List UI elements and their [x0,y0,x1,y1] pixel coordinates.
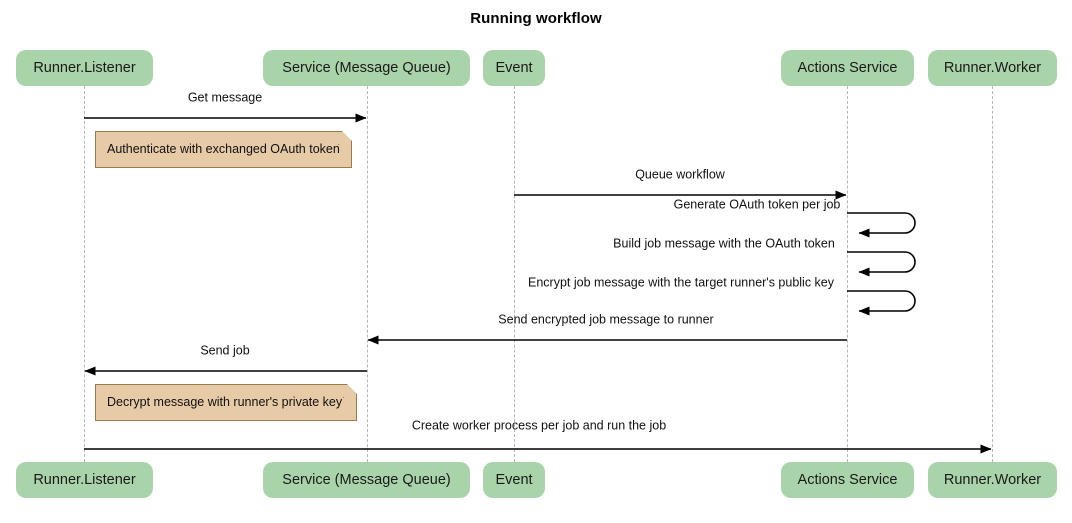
message-label-queue-workflow: Queue workflow [635,167,725,182]
self-message-encrypt-job-message-with-the-target-runners-public-key [847,290,916,316]
participant-label: Event [495,59,533,76]
message-label-get-message: Get message [187,90,263,105]
lifeline-runner-worker [992,86,993,462]
note-fold-edge-icon [338,131,352,145]
participant-label: Runner.Listener [33,471,136,488]
participant-label: Actions Service [797,471,898,488]
participant-runner-listener-bottom[interactable]: Runner.Listener [16,462,153,498]
participant-actions-service-top[interactable]: Actions Service [781,50,914,86]
participant-label: Runner.Worker [943,471,1042,488]
lifeline-event [514,86,515,462]
participant-label: Runner.Listener [33,59,136,76]
lifeline-service-message-queue [367,86,368,462]
participant-runner-listener-top[interactable]: Runner.Listener [16,50,153,86]
participant-label: Runner.Worker [943,59,1042,76]
message-label-send-encrypted-job-message-to-runner: Send encrypted job message to runner [498,312,714,327]
note-authenticate-with-exchanged-oauth-token: Authenticate with exchanged OAuth token [95,131,352,168]
message-label-encrypt-job-message-with-the-target-runners-public-key: Encrypt job message with the target runn… [527,275,835,290]
note-text: Authenticate with exchanged OAuth token [107,142,340,157]
note-decrypt-message-with-runners-private-key: Decrypt message with runner's private ke… [95,384,357,421]
lifeline-runner-listener [84,86,85,462]
self-message-build-job-message-with-the-oauth-token [847,251,916,277]
participant-actions-service-bottom[interactable]: Actions Service [781,462,914,498]
participant-label: Service (Message Queue) [282,59,451,76]
message-label-send-job: Send job [200,343,250,358]
lifeline-actions-service [847,86,848,462]
participant-label: Event [495,471,533,488]
participant-runner-worker-bottom[interactable]: Runner.Worker [928,462,1057,498]
participant-event-top[interactable]: Event [483,50,545,86]
note-fold-edge-icon [343,384,357,398]
participant-event-bottom[interactable]: Event [483,462,545,498]
note-text: Decrypt message with runner's private ke… [107,395,343,410]
message-label-create-worker-process-per-job-and-run-the-job: Create worker process per job and run th… [411,418,667,433]
message-label-build-job-message-with-the-oauth-token: Build job message with the OAuth token [613,236,835,251]
participant-service-message-queue-bottom[interactable]: Service (Message Queue) [263,462,470,498]
page-title: Running workflow [470,10,602,27]
participant-runner-worker-top[interactable]: Runner.Worker [928,50,1057,86]
self-message-generate-oauth-token-per-job [847,212,916,238]
message-label-generate-oauth-token-per-job: Generate OAuth token per job [673,197,841,212]
participant-label: Actions Service [797,59,898,76]
participant-label: Service (Message Queue) [282,471,451,488]
participant-service-message-queue-top[interactable]: Service (Message Queue) [263,50,470,86]
